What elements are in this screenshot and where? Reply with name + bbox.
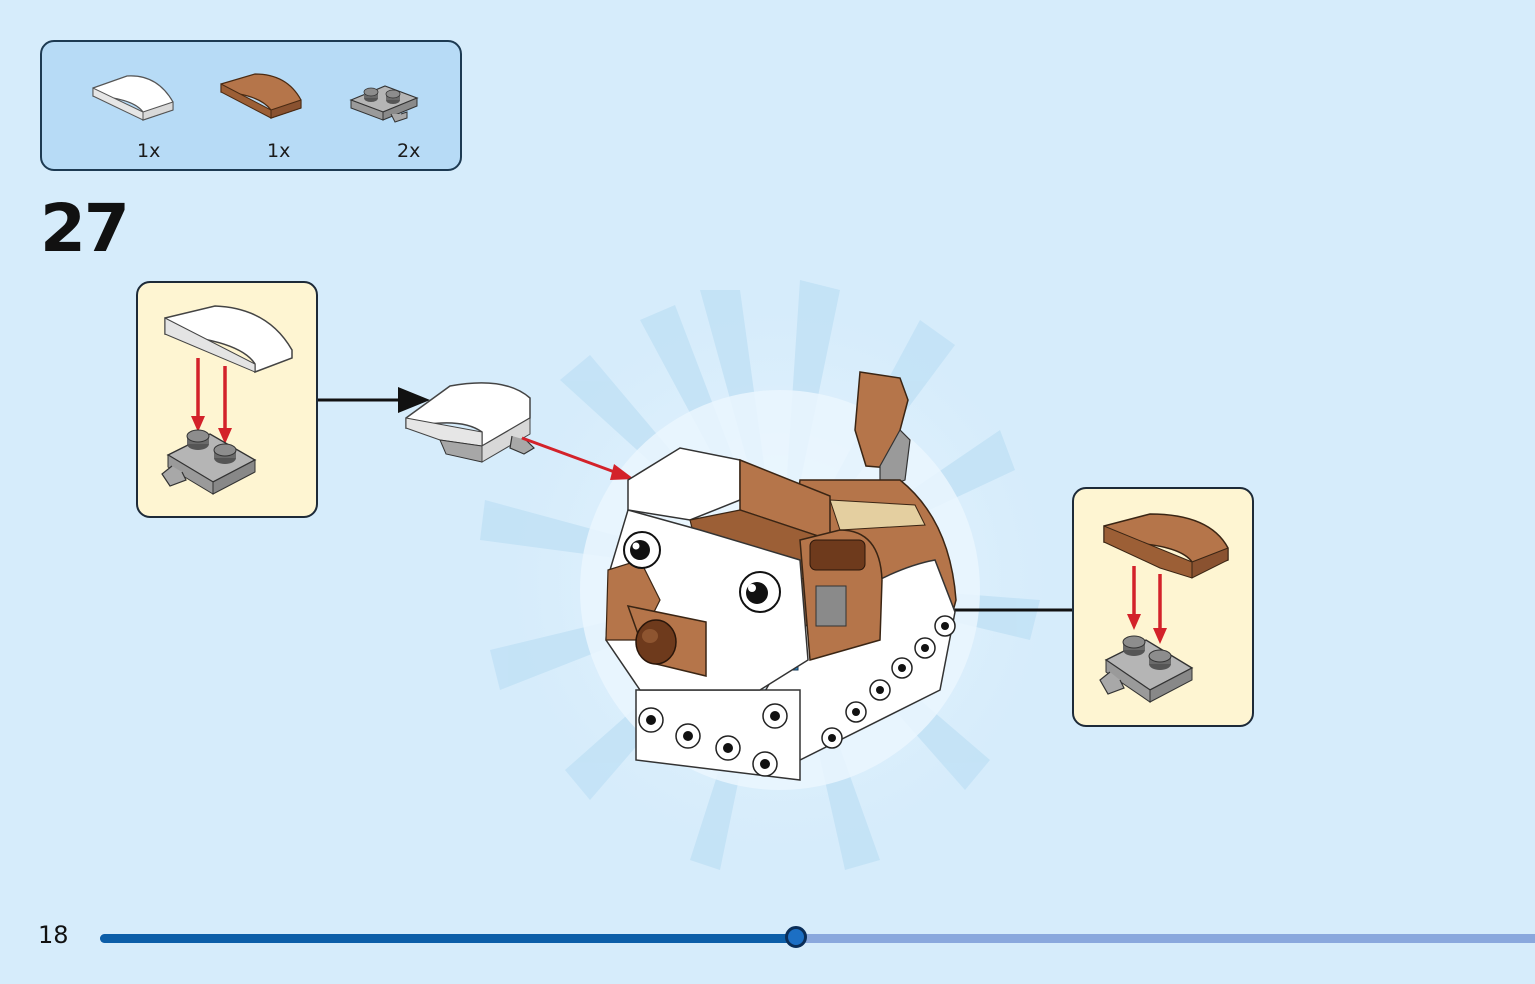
brown-curved-slope-icon xyxy=(220,73,302,119)
progress-fill xyxy=(100,934,796,943)
gray-plate-clip-icon xyxy=(349,85,419,123)
part-quantity: 1x xyxy=(137,140,161,162)
white-curved-slope-icon xyxy=(92,75,174,121)
sub-assembly-white-slope xyxy=(161,305,293,495)
floating-white-slope xyxy=(405,382,634,480)
page-number: 18 xyxy=(38,921,69,949)
part-white-curved-slope: 1x xyxy=(87,60,197,162)
part-brown-curved-slope: 1x xyxy=(217,60,327,162)
progress-knob xyxy=(784,926,807,948)
callout-arrow-left xyxy=(318,387,430,413)
step-number: 27 xyxy=(40,190,130,267)
dog-model xyxy=(605,371,957,781)
part-quantity: 1x xyxy=(267,140,291,162)
part-quantity: 2x xyxy=(397,140,421,162)
parts-list-box: 1x 1x 2x xyxy=(40,40,462,171)
sub-assembly-brown-slope xyxy=(1099,513,1229,703)
part-gray-plate-clip: 2x xyxy=(347,60,457,162)
progress-bar xyxy=(100,926,1535,948)
